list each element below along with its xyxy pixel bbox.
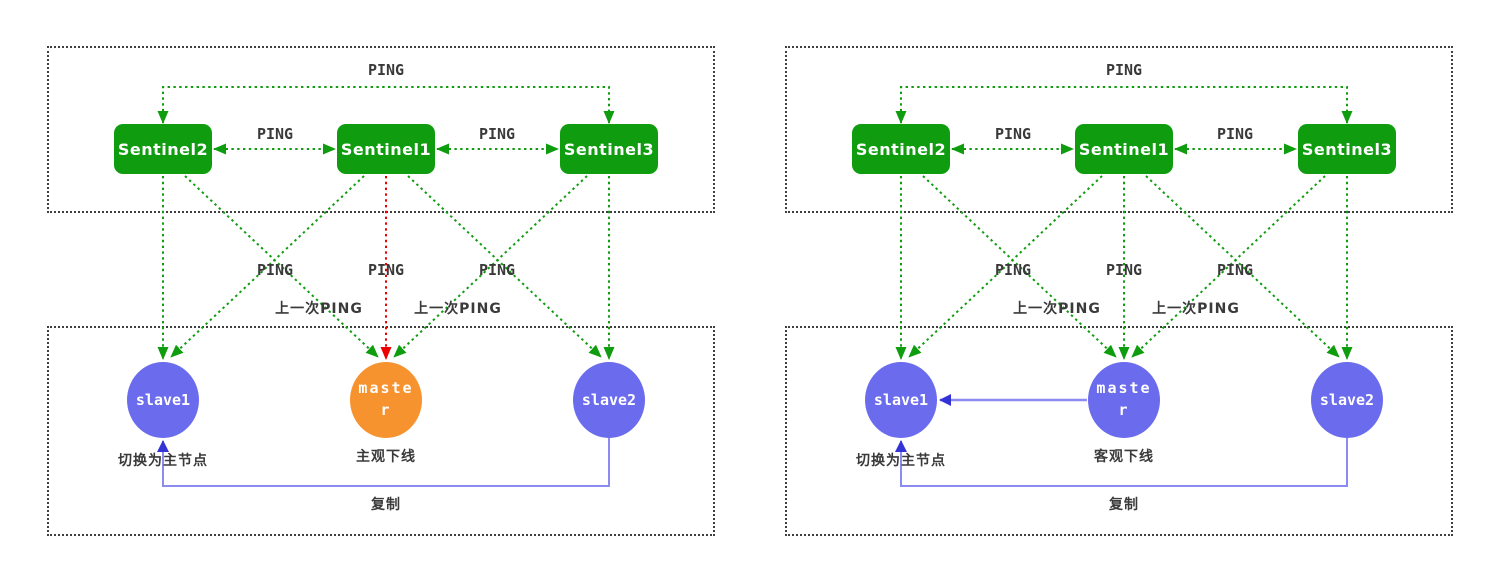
master-label: master	[1096, 379, 1152, 419]
node-sentinel1: Sentinel1	[1075, 124, 1173, 174]
node-sentinel2: Sentinel2	[114, 124, 212, 174]
mid-ping-label-1: PING	[256, 261, 294, 279]
data-node-group-box	[47, 326, 715, 536]
slave2-label: slave2	[581, 391, 637, 409]
node-sentinel2: Sentinel2	[852, 124, 950, 174]
sentinel-group-box	[785, 46, 1453, 213]
sentinel1-label: Sentinel1	[1078, 139, 1170, 159]
master-caption: 客观下线	[1094, 449, 1154, 465]
sentinel3-label: Sentinel3	[563, 139, 655, 159]
slave1-caption: 切换为主节点	[118, 453, 208, 469]
sentinel2-label: Sentinel2	[117, 139, 209, 159]
node-slave2: slave2	[1311, 362, 1383, 438]
slave2-label: slave2	[1319, 391, 1375, 409]
node-slave1: slave1	[865, 362, 937, 438]
ping-label-s1-s3: PING	[1216, 125, 1254, 143]
mid-ping-label-2: PING	[1105, 261, 1143, 279]
mid-ping-label-3: PING	[1216, 261, 1254, 279]
replicate-label: 复制	[1109, 497, 1139, 513]
node-slave2: slave2	[573, 362, 645, 438]
top-ping-label: PING	[367, 61, 405, 79]
node-sentinel3: Sentinel3	[1298, 124, 1396, 174]
mid-ping-label-3: PING	[478, 261, 516, 279]
diagram-subjective-offline: PING PING PING Sentinel2 Sentinel1 Senti…	[47, 0, 715, 569]
ping-label-s2-s1: PING	[994, 125, 1032, 143]
last-ping-label-2: 上一次PING	[1152, 301, 1240, 317]
node-master: master	[350, 362, 422, 438]
sentinel2-label: Sentinel2	[855, 139, 947, 159]
diagram-objective-offline: PING PING PING Sentinel2 Sentinel1 Senti…	[785, 0, 1453, 569]
last-ping-label-1: 上一次PING	[275, 301, 363, 317]
last-ping-label-2: 上一次PING	[414, 301, 502, 317]
sentinel-group-box	[47, 46, 715, 213]
node-sentinel3: Sentinel3	[560, 124, 658, 174]
sentinel3-label: Sentinel3	[1301, 139, 1393, 159]
ping-label-s1-s3: PING	[478, 125, 516, 143]
master-label: master	[358, 379, 414, 419]
node-master: master	[1088, 362, 1160, 438]
slave1-label: slave1	[135, 391, 191, 409]
node-slave1: slave1	[127, 362, 199, 438]
slave1-caption: 切换为主节点	[856, 453, 946, 469]
ping-label-s2-s1: PING	[256, 125, 294, 143]
mid-ping-label-2: PING	[367, 261, 405, 279]
data-node-group-box	[785, 326, 1453, 536]
last-ping-label-1: 上一次PING	[1013, 301, 1101, 317]
slave1-label: slave1	[873, 391, 929, 409]
master-caption: 主观下线	[356, 449, 416, 465]
sentinel1-label: Sentinel1	[340, 139, 432, 159]
replicate-label: 复制	[371, 497, 401, 513]
top-ping-label: PING	[1105, 61, 1143, 79]
node-sentinel1: Sentinel1	[337, 124, 435, 174]
mid-ping-label-1: PING	[994, 261, 1032, 279]
